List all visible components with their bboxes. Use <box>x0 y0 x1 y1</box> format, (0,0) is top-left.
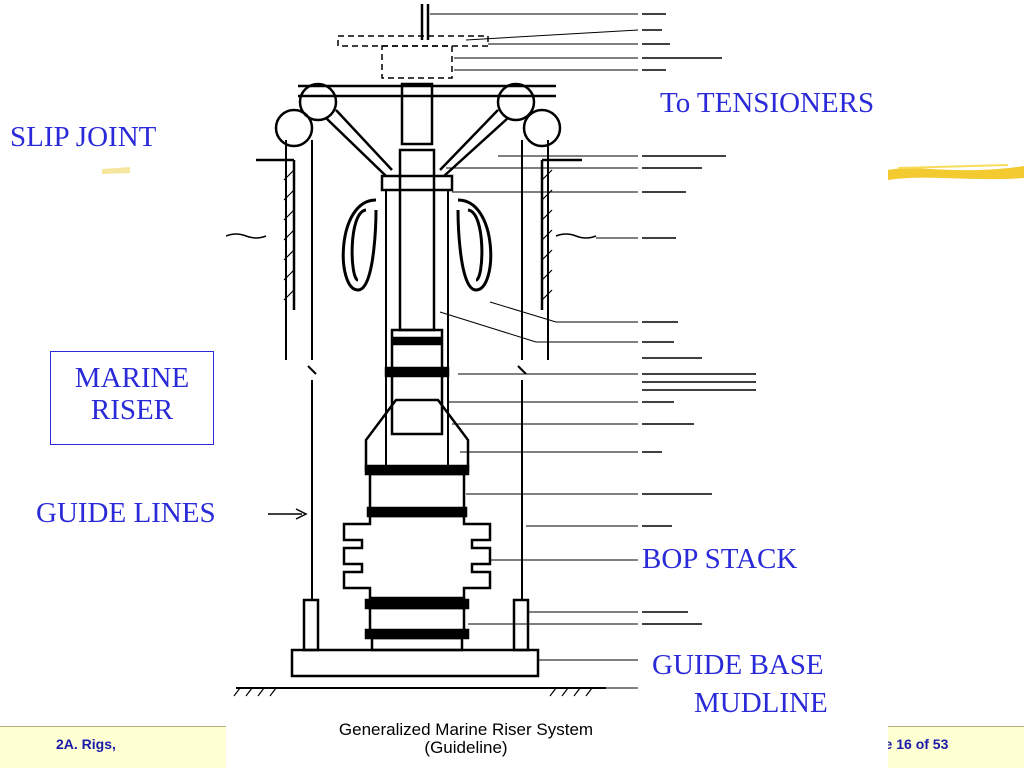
label-guide-base: GUIDE BASE <box>652 649 824 681</box>
marine-riser-box: MARINE RISER <box>50 351 214 445</box>
footer-slide-number: de 16 of 53 <box>876 736 949 752</box>
footer-course-title: 2A. Rigs, <box>56 736 116 752</box>
label-marine: MARINE <box>74 362 190 394</box>
arrow-right-icon <box>268 508 308 520</box>
marine-riser-diagram <box>226 4 756 697</box>
label-bop-stack: BOP STACK <box>642 543 798 575</box>
yellow-highlight-stroke <box>888 164 1024 180</box>
label-slip-joint: SLIP JOINT <box>10 121 157 153</box>
label-riser: RISER <box>90 394 174 426</box>
riser-diagram-panel: Generalized Marine Riser System (Guideli… <box>226 0 888 768</box>
label-guide-lines: GUIDE LINES <box>36 497 216 529</box>
yellow-highlight-mark <box>102 167 130 174</box>
label-mudline: MUDLINE <box>694 687 828 719</box>
diagram-caption-subtitle: (Guideline) <box>424 738 508 757</box>
diagram-caption-title: Generalized Marine Riser System <box>338 720 594 739</box>
label-to-tensioners: To TENSIONERS <box>660 87 875 119</box>
